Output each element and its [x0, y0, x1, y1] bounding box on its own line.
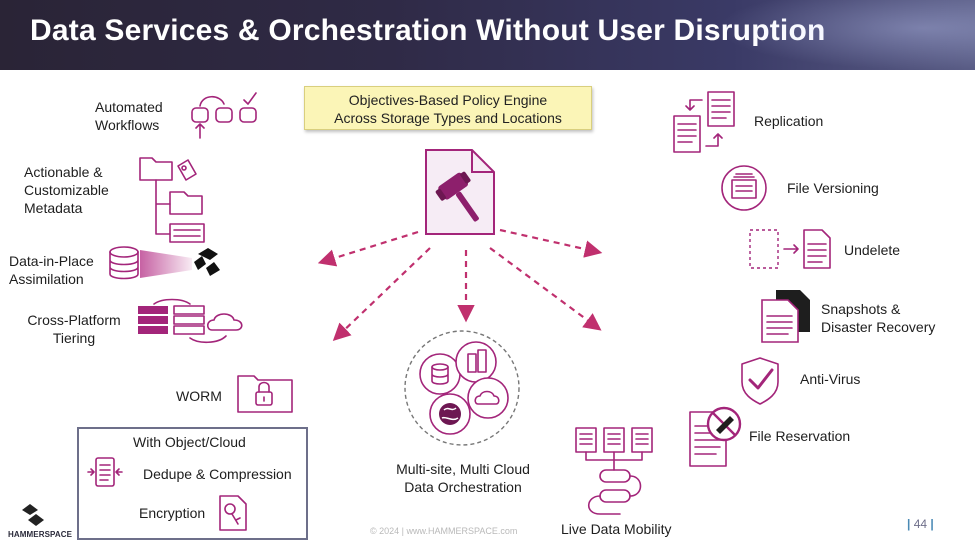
- metadata-label: Actionable & Customizable Metadata: [24, 164, 109, 216]
- title-banner: Data Services & Orchestration Without Us…: [0, 0, 975, 70]
- tiering-icon: [138, 298, 243, 344]
- file-reservation-icon: [689, 406, 742, 467]
- gavel-document-icon: [425, 149, 495, 235]
- object-cloud-box: With Object/Cloud Dedupe & Compression E…: [77, 427, 308, 540]
- compress-file-icon: [87, 457, 123, 487]
- tiering-label: Cross-Platform Tiering: [27, 312, 121, 346]
- engine-line-1: Objectives-Based Policy Engine: [348, 92, 548, 108]
- worm-label: WORM: [176, 388, 222, 404]
- multi-cloud-cluster-icon: [404, 330, 520, 446]
- antivirus-label: Anti-Virus: [800, 371, 861, 387]
- snapshots-label: Snapshots & Disaster Recovery: [821, 301, 936, 335]
- undelete-label: Undelete: [844, 242, 901, 258]
- page-number: | 44 |: [907, 517, 934, 531]
- orchestration-label: Multi-site, Multi Cloud Data Orchestrati…: [396, 461, 530, 495]
- undelete-icon: [749, 229, 831, 269]
- workflow-icon: [191, 92, 257, 139]
- file-versioning-icon: [721, 165, 767, 211]
- antivirus-shield-icon: [741, 357, 779, 405]
- assimilation-label: Data-in-Place Assimilation: [9, 253, 94, 287]
- encryption-label: Encryption: [139, 505, 206, 521]
- database-assimilation-icon: [109, 246, 220, 280]
- policy-engine-box: Objectives-Based Policy Engine Across St…: [304, 86, 592, 130]
- object-cloud-heading: With Object/Cloud: [133, 434, 246, 450]
- data-mobility-icon: [575, 427, 653, 515]
- engine-line-2: Across Storage Types and Locations: [334, 110, 562, 126]
- automated-workflows-label: Automated Workflows: [95, 99, 163, 133]
- locked-folder-icon: [237, 375, 293, 413]
- mobility-label: Live Data Mobility: [561, 521, 672, 537]
- reservation-label: File Reservation: [749, 428, 851, 444]
- replication-icon: [673, 91, 735, 153]
- key-file-icon: [219, 495, 247, 531]
- versioning-label: File Versioning: [787, 180, 879, 196]
- snapshots-icon: [761, 290, 810, 343]
- brand-name: HAMMERSPACE: [8, 530, 73, 539]
- dedupe-label: Dedupe & Compression: [143, 466, 292, 482]
- metadata-tree-icon: [139, 157, 205, 243]
- hammerspace-logo-icon: [22, 504, 44, 526]
- slide-title: Data Services & Orchestration Without Us…: [30, 14, 826, 47]
- copyright-text: © 2024 | www.HAMMERSPACE.com: [370, 526, 518, 536]
- replication-label: Replication: [754, 113, 824, 129]
